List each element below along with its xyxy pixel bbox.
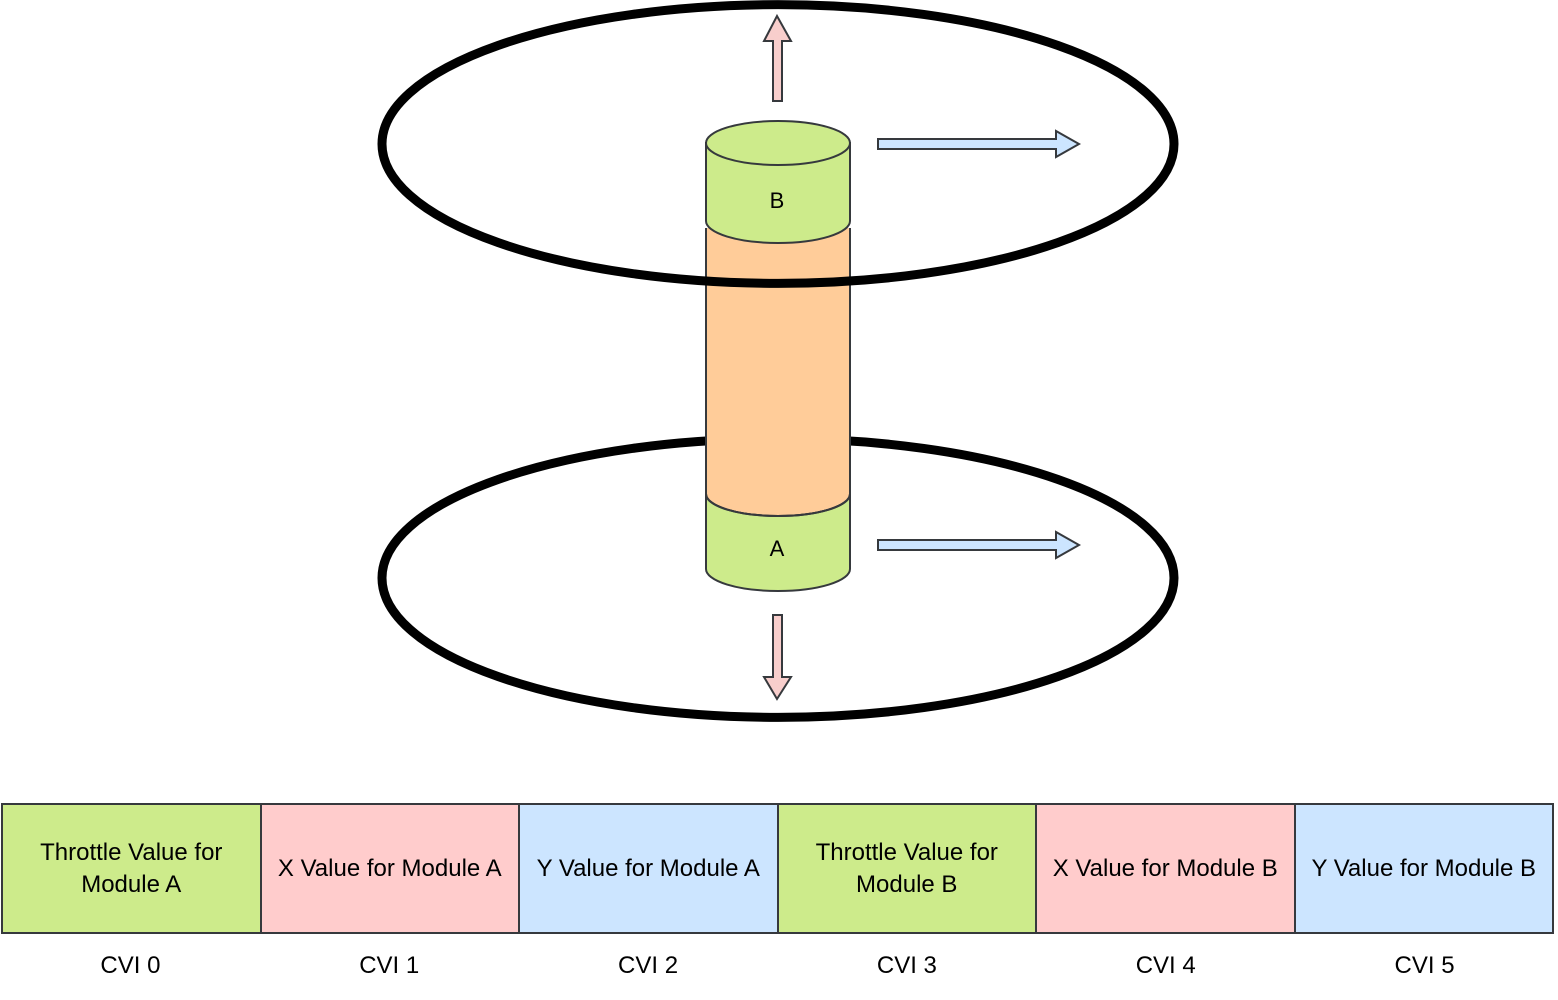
- cvi-cell-3: Throttle Value for Module B: [778, 805, 1037, 932]
- cvi-index-label-5: CVI 5: [1394, 952, 1455, 979]
- right-arrow-upper-icon: [877, 129, 1082, 159]
- cvi-cell-4: X Value for Module B: [1037, 805, 1296, 932]
- cvi-index-label-1: CVI 1: [359, 952, 420, 979]
- cvi-index-label-3: CVI 3: [876, 952, 937, 979]
- cvi-table: Throttle Value for Module A X Value for …: [1, 803, 1554, 934]
- cvi-cell-5: Y Value for Module B: [1295, 805, 1554, 932]
- module-b-cylinder: B: [705, 120, 851, 244]
- down-arrow-icon: [762, 614, 793, 701]
- lower-ring-front: [377, 577, 1179, 722]
- cvi-cell-0: Throttle Value for Module A: [3, 805, 262, 932]
- upper-ring-front: [377, 143, 1179, 288]
- cvi-cell-1: X Value for Module A: [261, 805, 520, 932]
- module-a-label: A: [770, 536, 785, 561]
- cvi-cell-2: Y Value for Module A: [520, 805, 779, 932]
- cvi-index-label-0: CVI 0: [100, 952, 161, 979]
- drone-module-diagram: B A: [377, 0, 1179, 722]
- cvi-index-labels: CVI 0 CVI 1 CVI 2 CVI 3 CVI 4 CVI 5: [1, 950, 1554, 984]
- module-b-label: B: [770, 188, 785, 213]
- module-a-cylinder: A: [705, 493, 851, 592]
- right-arrow-lower-icon: [877, 530, 1082, 560]
- upper-ring-back: [377, 0, 1179, 145]
- center-body-cylinder: [705, 228, 851, 517]
- cvi-index-label-2: CVI 2: [618, 952, 679, 979]
- cvi-index-label-4: CVI 4: [1135, 952, 1196, 979]
- up-arrow-icon: [762, 13, 793, 102]
